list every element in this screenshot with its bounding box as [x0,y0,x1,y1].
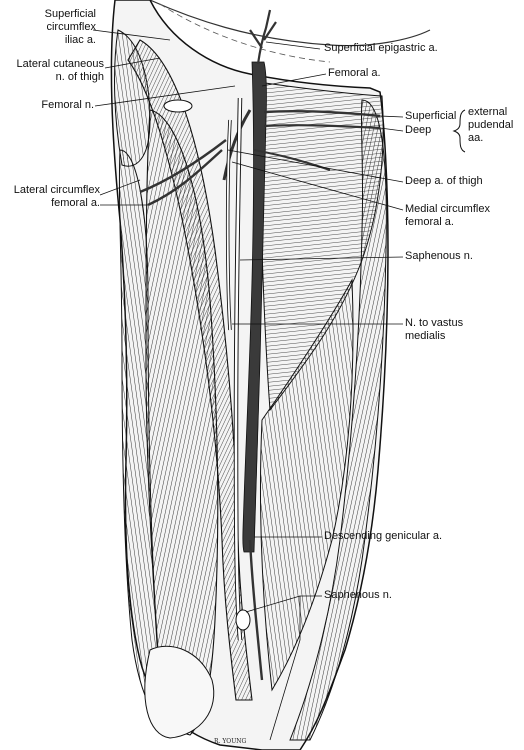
label-saphenous-nerve-lower: Saphenous n. [324,589,392,601]
label-descending-genicular: Descending genicular a. [324,530,443,542]
label-superficial-circumflex-iliac: Superficial circumflex iliac a. [44,8,96,46]
label-superficial-pudendal: Superficial [405,110,457,122]
abdominal-skin-outline [149,0,431,47]
vastus-medialis-muscle [259,278,354,692]
saphenous-nerve-cut [235,609,251,631]
label-femoral-artery: Femoral a. [328,67,381,79]
label-external-pudendal-group: external pudendal aa. [468,106,514,144]
leader-saphenous-lower-b [245,595,301,613]
leader-lateral-cutaneous [104,57,161,69]
leader-saphenous-lower [269,595,322,741]
label-deep-pudendal: Deep [405,124,432,136]
leader-superficial-pudendal [379,115,404,118]
artist-signature: R. YOUNG [214,738,247,745]
tensor-fasciae-latae-muscle [114,29,151,167]
leader-deep-pudendal [379,127,404,132]
deep-artery-of-thigh [222,109,252,181]
inguinal-fold [159,3,331,63]
femoral-artery [242,61,267,553]
label-medial-circumflex-femoral: Medial circumflex femoral a. [405,203,490,228]
descending-genicular-artery [248,539,264,681]
leader-femoral-artery [261,73,327,87]
pudendal-brace [452,109,466,153]
label-superficial-epigastric: Superficial epigastric a. [324,42,438,54]
femoral-nerve-cut [163,99,193,113]
leader-medial-circumflex [231,161,404,211]
label-lateral-circumflex-femoral: Lateral circumflex femoral a. [13,184,100,209]
patella-outline [144,645,215,739]
deep-external-pudendal-artery [263,124,381,130]
label-femoral-nerve: Femoral n. [41,99,94,111]
leader-lateral-circumflex-a [99,179,141,196]
saphenous-nerve-fill [234,97,242,641]
label-lateral-cutaneous-nerve: Lateral cutaneous n. of thigh [16,58,104,83]
label-deep-artery-of-thigh: Deep a. of thigh [405,175,483,187]
leader-femoral-nerve [94,85,236,107]
leader-saphenous-upper [239,256,404,261]
superficial-epigastric-artery [249,9,277,65]
label-saphenous-nerve-upper: Saphenous n. [405,250,473,262]
lateral-circumflex-femoral-artery [139,139,227,207]
gracilis-muscle [289,99,387,741]
leader-superficial-circumflex-iliac [92,29,171,41]
leader-deep-artery-of-thigh [227,149,404,183]
superficial-external-pudendal-artery [263,110,381,118]
leader-superficial-epigastric [265,41,321,50]
label-nerve-to-vastus-medialis: N. to vastus medialis [405,317,464,342]
